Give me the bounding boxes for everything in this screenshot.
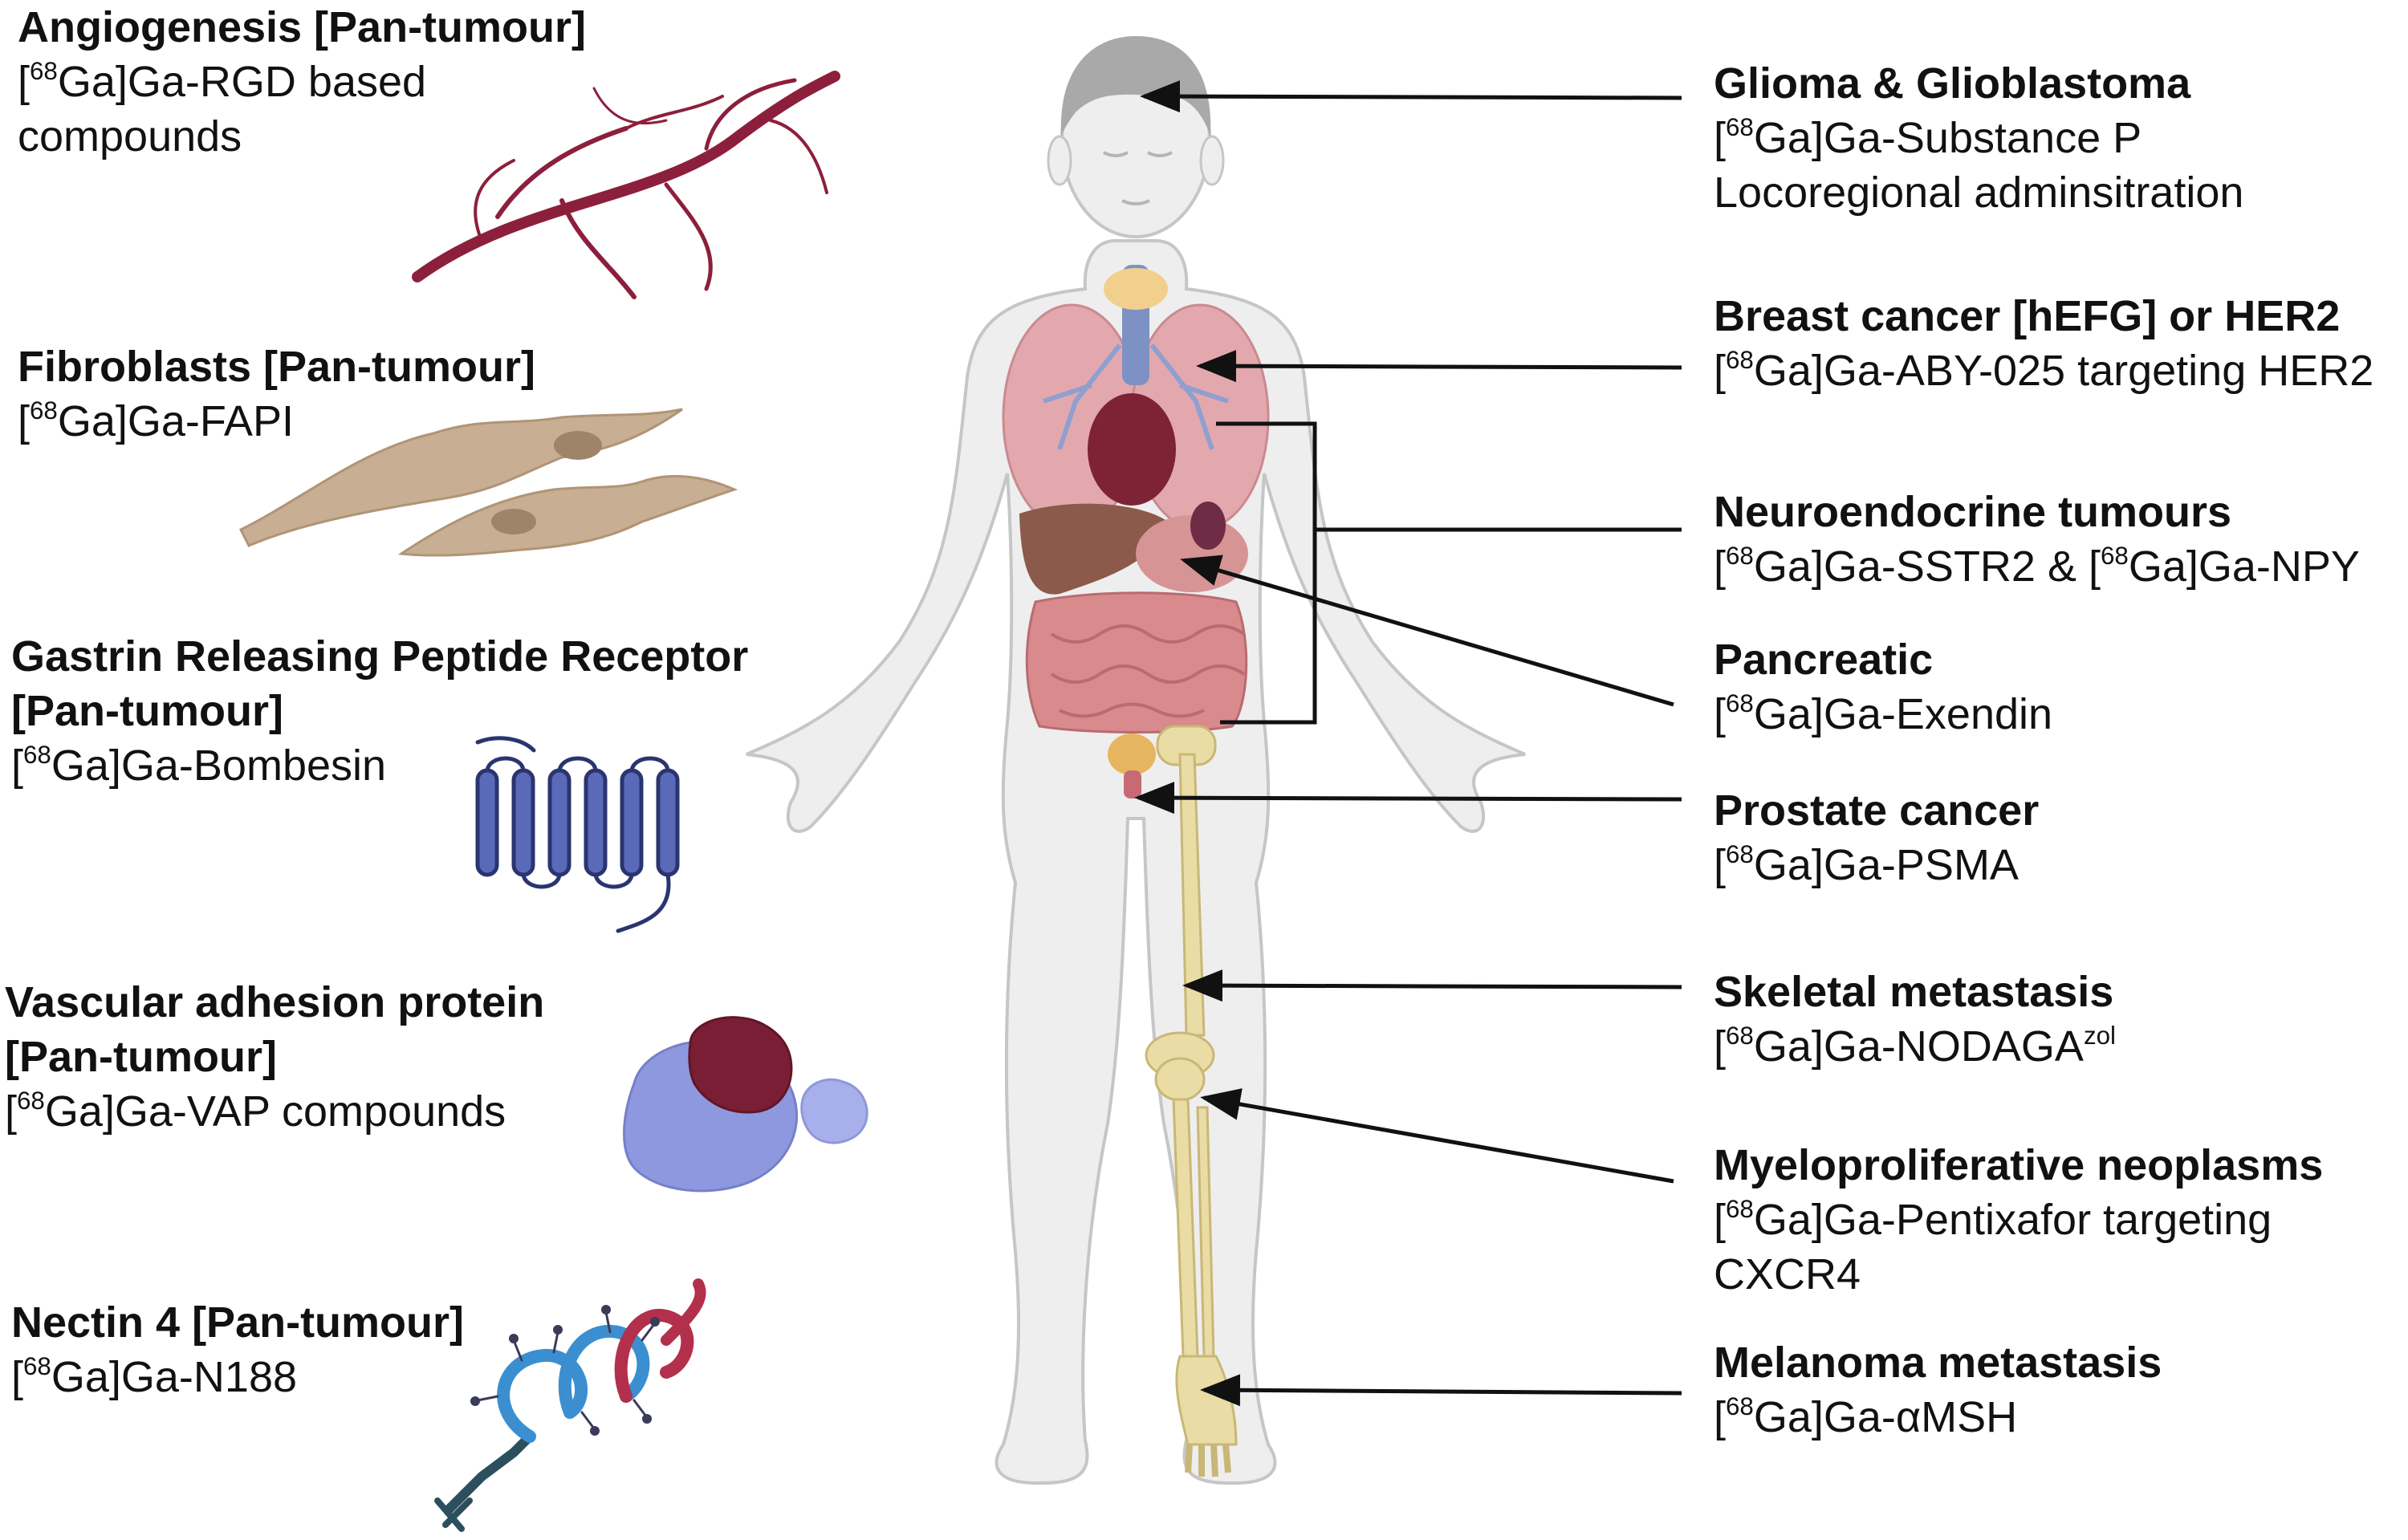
blood-vessels-illustration xyxy=(412,71,840,299)
label-desc: [68Ga]Ga-NODAGAzol xyxy=(1714,1022,2116,1071)
label-title: Breast cancer [hEFG] or HER2 xyxy=(1714,292,2341,340)
label-skeletal: Skeletal metastasis [68Ga]Ga-NODAGAzol xyxy=(1714,965,2116,1074)
arrow-pancreatic xyxy=(1180,555,1674,707)
ear-left xyxy=(1047,135,1072,186)
fibroblasts-illustration xyxy=(238,408,738,557)
label-grpr: Gastrin Releasing Peptide Receptor [Pan-… xyxy=(11,629,748,793)
label-breast: Breast cancer [hEFG] or HER2 [68Ga]Ga-AB… xyxy=(1714,289,2373,398)
label-desc: [68Ga]Ga-PSMA xyxy=(1714,840,2019,889)
label-title: Glioma & Glioblastoma xyxy=(1714,59,2191,108)
prostate xyxy=(1124,770,1141,798)
label-title: [Pan-tumour] xyxy=(5,1033,277,1081)
heart xyxy=(1088,393,1176,506)
connector-arrows xyxy=(1134,80,1682,1407)
label-glioma: Glioma & Glioblastoma [68Ga]Ga-Substance… xyxy=(1714,56,2243,220)
vap-protein-illustration xyxy=(623,1016,868,1193)
hair xyxy=(1060,36,1211,136)
label-desc: compounds xyxy=(18,112,242,161)
arrow-prostate xyxy=(1134,782,1682,815)
label-title: Prostate cancer xyxy=(1714,786,2040,835)
spleen xyxy=(1190,502,1226,550)
bracket-neuroendocrine xyxy=(1216,421,1682,725)
arrow-melanoma xyxy=(1200,1374,1682,1407)
label-title: Angiogenesis [Pan-tumour] xyxy=(18,3,587,51)
label-title: Melanoma metastasis xyxy=(1714,1339,2162,1387)
intestines xyxy=(1025,591,1248,733)
nectin4-illustration xyxy=(434,1278,706,1532)
label-desc: [68Ga]Ga-Bombesin xyxy=(11,741,387,790)
label-title: Skeletal metastasis xyxy=(1714,968,2114,1016)
gpcr-receptor-illustration xyxy=(475,736,680,933)
arrow-myelo xyxy=(1200,1088,1674,1184)
label-title: [Pan-tumour] xyxy=(11,687,283,735)
label-myelo: Myeloproliferative neoplasms [68Ga]Ga-Pe… xyxy=(1714,1138,2323,1302)
label-title: Gastrin Releasing Peptide Receptor xyxy=(11,632,749,681)
arrow-breast xyxy=(1196,350,1682,383)
label-desc: Locoregional adminsitration xyxy=(1714,169,2244,217)
label-nectin: Nectin 4 [Pan-tumour] [68Ga]Ga-N188 xyxy=(11,1295,464,1404)
organs xyxy=(1002,265,1270,798)
label-neuroendocrine: Neuroendocrine tumours [68Ga]Ga-SSTR2 & … xyxy=(1714,485,2360,594)
label-title: Pancreatic xyxy=(1714,636,1934,684)
bladder xyxy=(1108,733,1156,775)
thyroid xyxy=(1104,268,1168,310)
label-title: Nectin 4 [Pan-tumour] xyxy=(11,1298,465,1347)
label-desc: [68Ga]Ga-VAP compounds xyxy=(5,1087,506,1136)
label-desc: [68Ga]Ga-RGD based xyxy=(18,57,427,106)
body-silhouette xyxy=(746,239,1526,1485)
label-pancreatic: Pancreatic [68Ga]Ga-Exendin xyxy=(1714,632,2052,742)
label-desc: [68Ga]Ga-αMSH xyxy=(1714,1392,2018,1441)
label-desc: [68Ga]Ga-Pentixafor targeting xyxy=(1714,1195,2272,1244)
label-desc: [68Ga]Ga-FAPI xyxy=(18,396,294,445)
label-title: Neuroendocrine tumours xyxy=(1714,488,2232,536)
liver xyxy=(1019,503,1168,595)
label-desc: CXCR4 xyxy=(1714,1250,1861,1298)
label-desc: [68Ga]Ga-SSTR2 & [68Ga]Ga-NPY xyxy=(1714,542,2360,591)
ear-right xyxy=(1199,135,1225,186)
label-title: Myeloproliferative neoplasms xyxy=(1714,1141,2324,1189)
label-angiogenesis: Angiogenesis [Pan-tumour] [68Ga]Ga-RGD b… xyxy=(18,0,586,164)
label-prostate: Prostate cancer [68Ga]Ga-PSMA xyxy=(1714,783,2039,892)
label-title: Fibroblasts [Pan-tumour] xyxy=(18,343,535,391)
label-desc: [68Ga]Ga-Exendin xyxy=(1714,689,2053,738)
label-desc: [68Ga]Ga-Substance P xyxy=(1714,113,2142,162)
label-title: Vascular adhesion protein xyxy=(5,978,545,1026)
label-vap: Vascular adhesion protein [Pan-tumour] [… xyxy=(5,975,544,1139)
label-desc: [68Ga]Ga-ABY-025 targeting HER2 xyxy=(1714,346,2374,395)
arrow-skeletal xyxy=(1182,969,1682,1002)
label-desc: [68Ga]Ga-N188 xyxy=(11,1352,298,1401)
label-fibroblasts: Fibroblasts [Pan-tumour] [68Ga]Ga-FAPI xyxy=(18,339,535,449)
label-melanoma: Melanoma metastasis [68Ga]Ga-αMSH xyxy=(1714,1335,2162,1445)
arrow-glioma xyxy=(1140,80,1682,113)
